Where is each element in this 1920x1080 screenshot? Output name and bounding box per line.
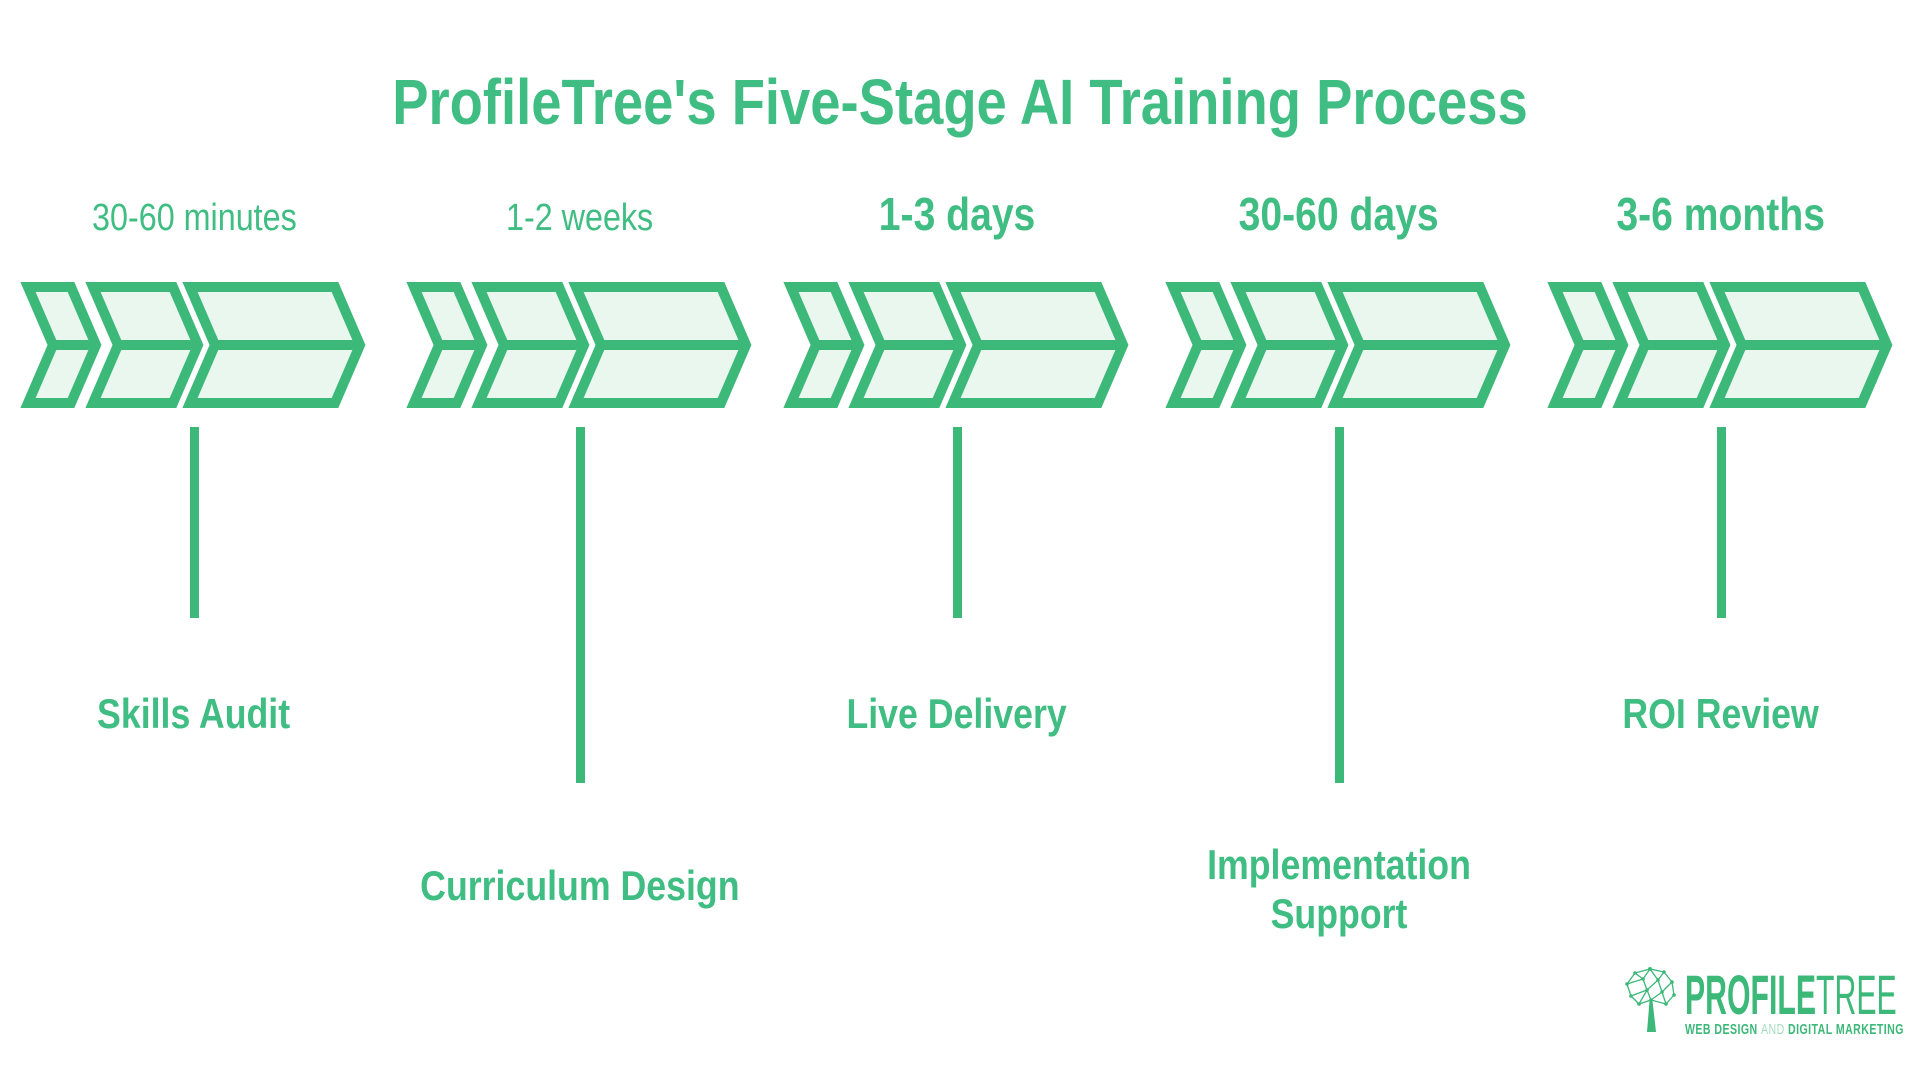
stage-5-label: ROI Review xyxy=(1622,689,1820,737)
logo-wordmark-bold: PROFILE xyxy=(1685,963,1817,1026)
chevron-arrows-icon xyxy=(20,282,366,408)
chevron-arrows-icon xyxy=(783,282,1129,408)
chevron-arrows-icon xyxy=(406,282,752,408)
chevron-arrows-icon xyxy=(1547,282,1893,408)
logo-wordmark-light: TREE xyxy=(1816,963,1897,1026)
stage-3-duration: 1-3 days xyxy=(878,188,1036,241)
stage-3-label: Live Delivery xyxy=(846,689,1068,737)
stage-3-connector-line xyxy=(953,427,962,618)
logo-wordmark: PROFILETREE xyxy=(1685,967,1920,1023)
chevron-arrows-icon xyxy=(1165,282,1511,408)
stage-5-duration: 3-6 months xyxy=(1616,188,1826,241)
stage-4-duration: 30-60 days xyxy=(1239,188,1439,241)
stage-4-connector-line xyxy=(1335,427,1344,783)
profiletree-logo: PROFILETREE WEB DESIGN AND DIGITAL MARKE… xyxy=(1622,962,1920,1039)
stage-5-connector-line xyxy=(1717,427,1726,618)
stage-1-connector-line xyxy=(190,427,199,618)
stage-2-connector-line xyxy=(576,427,585,783)
title-row: ProfileTree's Five-Stage AI Training Pro… xyxy=(0,70,1920,134)
stage-2-label: Curriculum Design xyxy=(420,861,740,909)
stage-1-label: Skills Audit xyxy=(97,689,291,737)
logo-tagline: WEB DESIGN AND DIGITAL MARKETING xyxy=(1685,1022,1904,1038)
stage-1-duration: 30-60 minutes xyxy=(91,197,297,240)
stage-4-label: Implementation Support xyxy=(1207,841,1471,937)
profiletree-tree-icon xyxy=(1625,967,1676,1032)
logo-text: PROFILETREE WEB DESIGN AND DIGITAL MARKE… xyxy=(1685,962,1920,1039)
stage-2-duration: 1-2 weeks xyxy=(506,197,654,240)
page-title: ProfileTree's Five-Stage AI Training Pro… xyxy=(392,66,1528,138)
